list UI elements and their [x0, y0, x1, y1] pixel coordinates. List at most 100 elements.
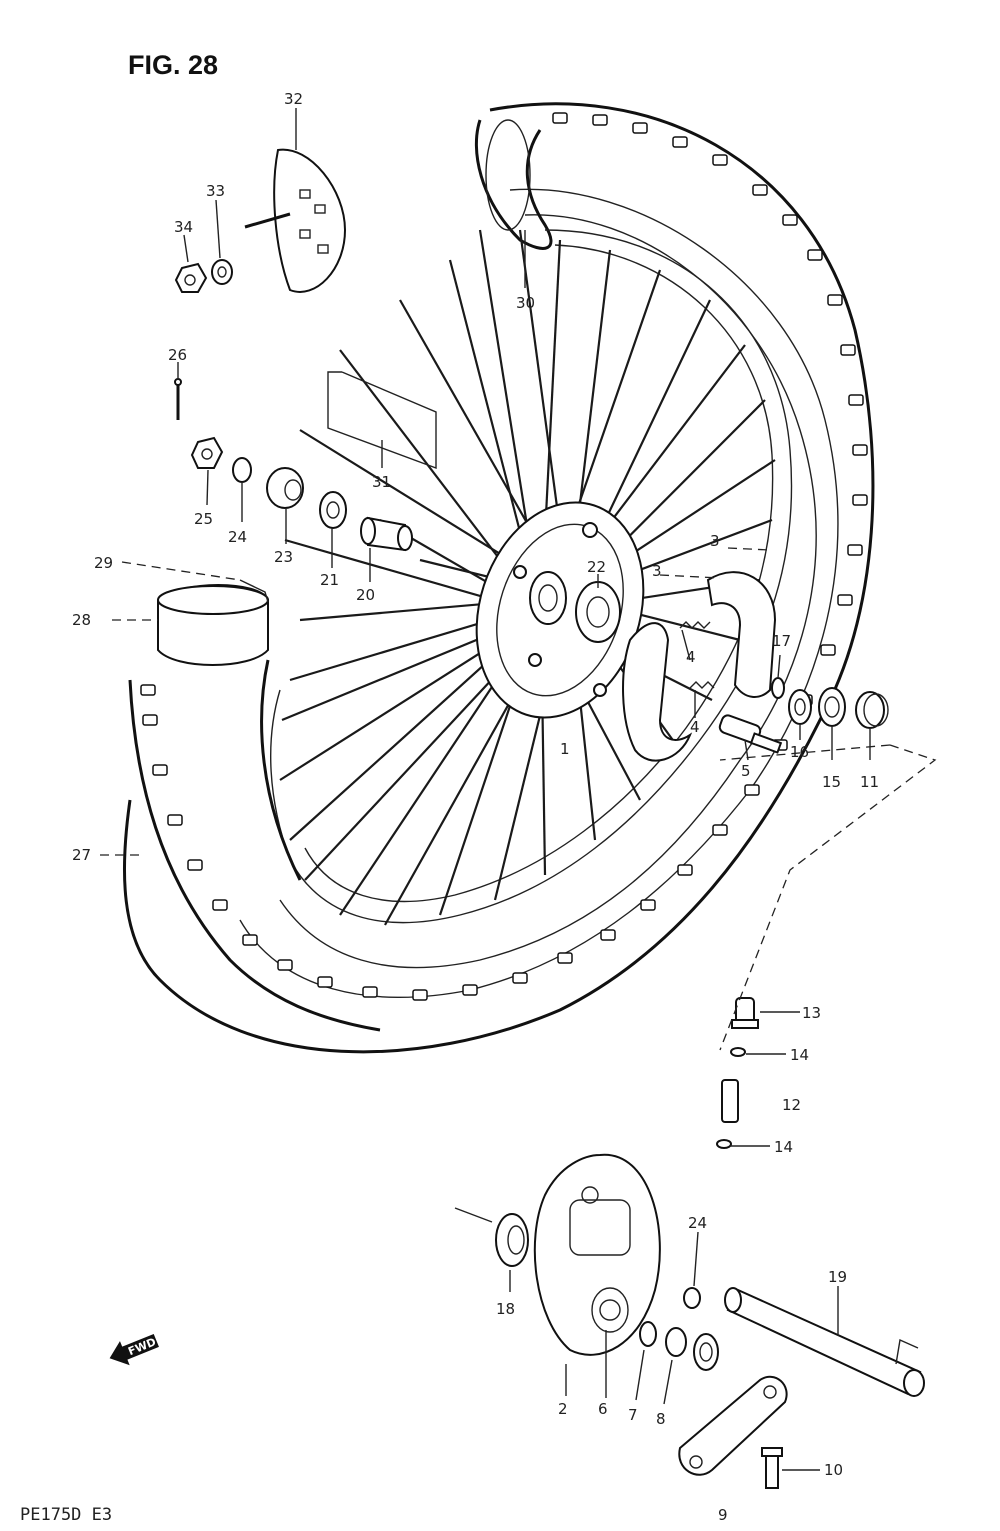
- spacer-11: [855, 691, 889, 729]
- seal-6: [693, 1333, 719, 1371]
- tread-knob: [187, 859, 203, 871]
- callout-31: 31: [372, 473, 391, 491]
- callout-27: 27: [72, 846, 91, 864]
- callout-6: 6: [598, 1400, 608, 1418]
- washer-24: [232, 457, 252, 483]
- hub-bearing-22: [575, 581, 621, 643]
- callout-26: 26: [168, 346, 187, 364]
- callout-25: 25: [194, 510, 213, 528]
- brake-shoe-upper: [706, 571, 777, 698]
- callout-32: 32: [284, 90, 303, 108]
- circlip-17: [771, 677, 785, 699]
- brake-cam-5: [718, 714, 783, 754]
- callout-18: 18: [496, 1300, 515, 1318]
- nut-25: [190, 436, 224, 469]
- tread-knob: [212, 899, 228, 911]
- tread-knob: [712, 824, 728, 836]
- tread-knob: [412, 989, 428, 1001]
- seal-15: [818, 687, 846, 727]
- callout-28: 28: [72, 611, 91, 629]
- washer-16: [788, 689, 812, 725]
- callout-labels: 32 33 34 26 30 31 25 24 23 21 20 29 28 2…: [72, 90, 879, 1524]
- tread-knob: [640, 899, 656, 911]
- tread-knob: [852, 444, 868, 456]
- tread-knob: [827, 294, 843, 306]
- callout-10: 10: [824, 1461, 843, 1479]
- callout-5: 5: [741, 762, 751, 780]
- tread-knob: [362, 986, 378, 998]
- tread-knob: [807, 249, 823, 261]
- circlip-8: [665, 1327, 687, 1357]
- fwd-arrow-icon: FWD: [109, 1333, 159, 1366]
- callout-33: 33: [206, 182, 225, 200]
- tire-tread: [140, 112, 868, 1001]
- tread-knob: [277, 959, 293, 971]
- callout-19: 19: [828, 1268, 847, 1286]
- callout-15: 15: [822, 773, 841, 791]
- bolt-10: [761, 1447, 783, 1489]
- tread-knob: [820, 644, 836, 656]
- tread-knob: [782, 214, 798, 226]
- callout-13: 13: [802, 1004, 821, 1022]
- tread-knob: [752, 184, 768, 196]
- inner-tube-28: [157, 584, 269, 666]
- tread-knob: [677, 864, 693, 876]
- tread-knob: [672, 136, 688, 148]
- tread-knob: [552, 112, 568, 124]
- seal-18: [495, 1213, 529, 1267]
- callout-30: 30: [516, 294, 535, 312]
- callout-3a: 3: [710, 532, 720, 550]
- leader-lines: [100, 108, 937, 1471]
- callout-34: 34: [174, 218, 193, 236]
- tread-knob: [852, 494, 868, 506]
- tread-knob: [848, 394, 864, 406]
- callout-2: 2: [558, 1400, 568, 1418]
- tread-knob: [317, 976, 333, 988]
- callout-7: 7: [628, 1406, 638, 1424]
- callout-3b: 3: [652, 562, 662, 580]
- tread-knob: [592, 114, 608, 126]
- tire-section-27: [128, 659, 381, 1032]
- brake-arm-9: [678, 1375, 788, 1476]
- callout-14b: 14: [774, 1138, 793, 1156]
- nut-34: [174, 262, 208, 293]
- bearing-21: [319, 491, 347, 529]
- washer-24b: [683, 1287, 701, 1309]
- o-ring-14b: [716, 1139, 732, 1149]
- spacer-tube-20: [360, 516, 413, 552]
- callout-17: 17: [772, 632, 791, 650]
- tread-knob: [167, 814, 183, 826]
- cotter-pin-26: [174, 378, 182, 420]
- fwd-label: FWD: [126, 1335, 158, 1358]
- tread-knob: [140, 684, 156, 696]
- callout-11: 11: [860, 773, 879, 791]
- tread-knob: [847, 544, 863, 556]
- tread-knob: [837, 594, 853, 606]
- callout-24b: 24: [688, 1214, 707, 1232]
- callout-12: 12: [782, 1096, 801, 1114]
- tread-knob: [600, 929, 616, 941]
- speedometer-gear-plate-32: [244, 148, 347, 293]
- valve-core-12: [721, 1079, 739, 1123]
- tread-knob: [557, 952, 573, 964]
- front-tire: [122, 102, 875, 1054]
- callout-14a: 14: [790, 1046, 809, 1064]
- tread-knob: [242, 934, 258, 946]
- tread-knob: [712, 154, 728, 166]
- o-ring-14a: [730, 1047, 746, 1057]
- callout-20: 20: [356, 586, 375, 604]
- callout-16: 16: [790, 743, 809, 761]
- spacer-23: [266, 467, 304, 509]
- callout-21: 21: [320, 571, 339, 589]
- axle-19: [724, 1287, 925, 1397]
- brake-springs: [679, 621, 715, 689]
- washer-33: [211, 259, 233, 285]
- valve-cap-13: [731, 997, 759, 1029]
- callout-8: 8: [656, 1410, 666, 1428]
- callout-29: 29: [94, 554, 113, 572]
- callout-22: 22: [587, 558, 606, 576]
- figure-title: FIG. 28: [128, 50, 218, 80]
- tread-knob: [632, 122, 648, 134]
- callout-23: 23: [274, 548, 293, 566]
